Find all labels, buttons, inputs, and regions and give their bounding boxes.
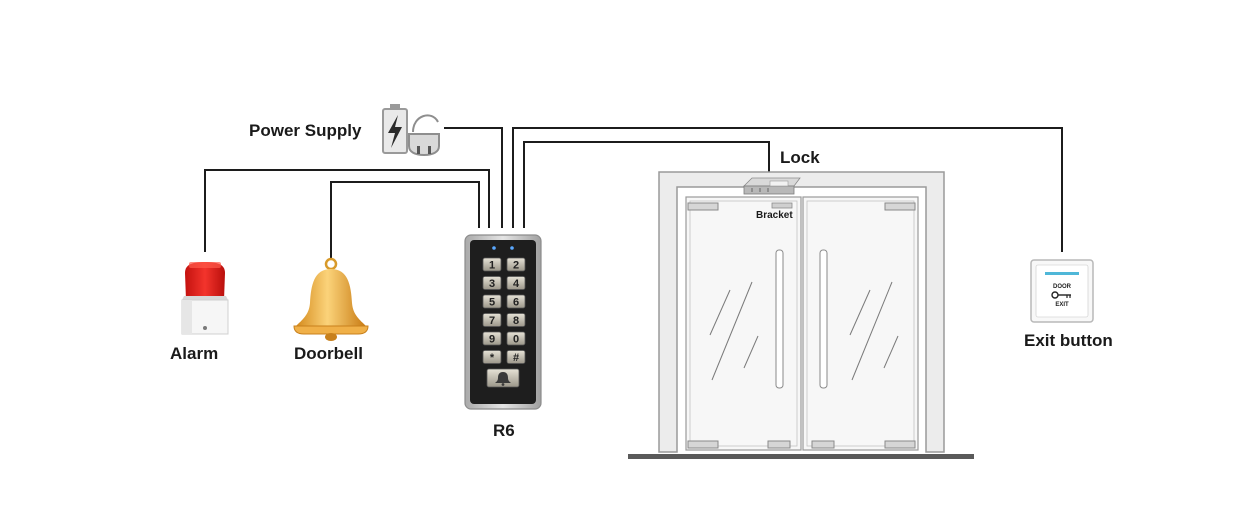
keypad-keys: 1 2 3 4 5 6 7 8 9 0 * #: [482, 257, 526, 364]
keypad-key-7: 7: [482, 313, 502, 327]
floor: [628, 454, 974, 459]
keypad-key-label: 5: [489, 297, 495, 309]
bell-icon: [293, 257, 369, 341]
wire-doorbell: [330, 181, 480, 258]
keypad-key-label: 8: [513, 315, 519, 327]
doorbell-label: Doorbell: [294, 344, 363, 363]
wire-alarm: [204, 169, 490, 252]
keypad-key-2: 2: [506, 257, 526, 272]
keypad-key-5: 5: [482, 294, 502, 309]
keypad-key-6: 6: [506, 294, 526, 309]
keypad-key-hash: #: [506, 350, 526, 364]
keypad-key-label: 0: [513, 334, 519, 346]
controller-label: R6: [493, 421, 515, 440]
keypad-key-label: 2: [513, 260, 519, 272]
exit-button-device: DOOR EXIT: [1030, 259, 1094, 323]
keypad-key-4: 4: [506, 276, 526, 290]
keypad-key-0: 0: [506, 331, 526, 346]
keypad-key-label: 1: [489, 260, 495, 272]
keypad-key-label: 4: [513, 278, 520, 290]
bracket-label: Bracket: [756, 210, 793, 221]
siren-icon: [181, 262, 229, 335]
bracket: [771, 202, 793, 209]
key-icon: [1051, 291, 1071, 299]
power-supply-label: Power Supply: [249, 121, 362, 140]
keypad-key-label: *: [490, 352, 495, 364]
keypad-controller: 1 2 3 4 5 6 7 8 9 0 * #: [464, 234, 542, 410]
keypad-key-8: 8: [506, 313, 526, 327]
keypad-key-label: 9: [489, 334, 495, 346]
glass-door: [628, 171, 974, 459]
keypad-key-label: #: [513, 352, 519, 364]
keypad-key-3: 3: [482, 276, 502, 290]
magnetic-lock-icon: [743, 177, 801, 195]
wire-lock: [523, 141, 770, 228]
lock-label: Lock: [780, 148, 820, 167]
keypad-key-1: 1: [482, 257, 502, 272]
wire-exit-button: [512, 127, 1063, 252]
keypad-key-label: 6: [513, 297, 519, 309]
keypad-key-label: 7: [489, 315, 495, 327]
exit-plate-line1: DOOR: [1053, 284, 1072, 290]
keypad-key-9: 9: [482, 331, 502, 346]
alarm-label: Alarm: [170, 344, 219, 363]
wire-power: [444, 127, 503, 228]
exit-plate-line2: EXIT: [1055, 302, 1069, 308]
wires: [204, 127, 1063, 258]
bell-key-icon: [486, 368, 520, 388]
battery-plug-icon: [382, 104, 440, 157]
exit-button-label: Exit button: [1024, 331, 1113, 350]
keypad-key-star: *: [482, 350, 502, 364]
keypad-key-label: 3: [489, 278, 495, 290]
